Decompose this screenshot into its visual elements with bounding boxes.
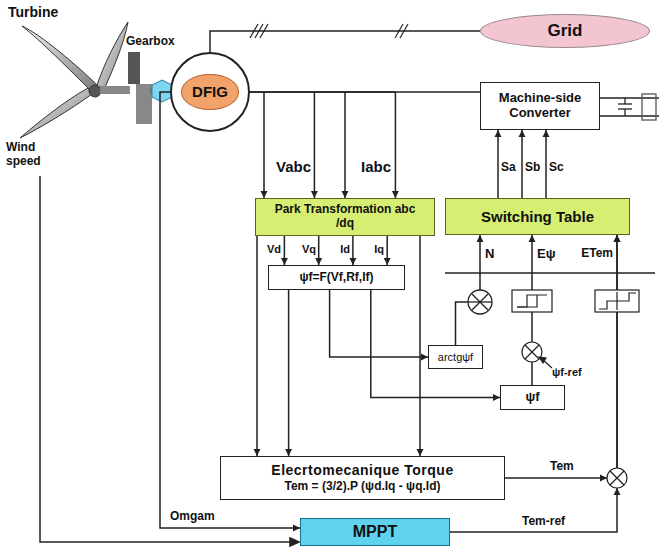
signal-name: Eψ <box>537 246 555 261</box>
signal-wire <box>210 31 480 52</box>
signal-wire <box>254 236 424 456</box>
signal-name: Vd <box>267 243 281 255</box>
gearbox <box>100 52 172 124</box>
wire-line <box>505 235 617 478</box>
angle-box: arctgψf <box>428 345 483 369</box>
arrow-head <box>614 235 621 242</box>
wind-speed-label: Wind speed <box>6 140 54 168</box>
signal-name: Vq <box>302 243 316 255</box>
signal-wire <box>281 236 391 265</box>
arrow-head <box>311 191 318 198</box>
torque-comparator <box>607 468 627 488</box>
node-title: Grid <box>548 21 583 41</box>
wire-line <box>250 92 395 198</box>
arrow-head <box>519 130 526 137</box>
signal-name: Id <box>340 243 350 255</box>
mppt-box: MPPT <box>300 518 450 546</box>
signal-name: Vabc <box>276 158 311 175</box>
flux-estimator-box: ψf=F(Vf,Rf,If) <box>268 265 405 290</box>
node-title: MPPT <box>353 523 397 541</box>
switching-input-bar <box>445 272 655 274</box>
wire-line <box>456 235 481 345</box>
arrow-head <box>614 235 621 242</box>
node-title: ψf=F(Vf,Rf,If) <box>299 271 373 285</box>
wire-line <box>288 290 290 456</box>
arrow-head <box>495 130 502 137</box>
node-title: Elecrtomecanique Torque <box>271 462 453 478</box>
flux-box: ψf <box>500 385 565 410</box>
wire-line <box>284 236 387 265</box>
arrow-head <box>392 191 399 198</box>
arrow-head <box>281 258 288 265</box>
signal-wire <box>529 235 536 385</box>
arrow-head <box>254 449 261 456</box>
converter-box: Machine-side Converter <box>480 82 600 130</box>
signal-wire <box>505 235 621 482</box>
signal-name: N <box>485 246 494 261</box>
arrow-head <box>421 354 428 361</box>
generator-circle: DFIG <box>170 52 250 132</box>
arrow-head <box>384 258 391 265</box>
node-title: DFIG <box>181 74 239 109</box>
wire-line <box>257 236 420 456</box>
signal-wire <box>456 235 484 345</box>
arrow-head <box>261 191 268 198</box>
arrow-head <box>529 235 536 242</box>
node-formula: Tem = (3/2).P (ψd.Iq - ψq.Id) <box>285 480 441 494</box>
wire-line <box>210 31 480 52</box>
turbine-rotor <box>20 22 128 138</box>
node-title: Machine-side Converter <box>485 91 595 121</box>
arrow-head <box>543 130 550 137</box>
wire-label: Tem-ref <box>520 514 567 528</box>
arrow-head <box>614 488 621 495</box>
arrow-head <box>293 525 300 532</box>
node-title: ψf <box>525 390 539 405</box>
signal-name: Iq <box>374 243 384 255</box>
signal-name: ψf-ref <box>552 366 582 378</box>
signal-wire <box>285 290 292 456</box>
signal-wire <box>250 92 399 198</box>
wire-label: Omgam <box>168 509 217 523</box>
flux-hysteresis-symbol <box>512 290 552 312</box>
signal-wire <box>330 290 428 361</box>
arrow-head <box>477 235 484 242</box>
signal-name: ETem <box>581 246 613 260</box>
arrow-head <box>285 449 292 456</box>
signal-name: Iabc <box>361 158 391 175</box>
wire-line <box>330 290 428 357</box>
wire-label: Tem <box>548 459 576 473</box>
sector-selector-symbol <box>468 290 492 314</box>
arrow-head <box>342 191 349 198</box>
node-title: arctgψf <box>438 351 473 364</box>
arrow-head <box>315 258 322 265</box>
torque-box: Elecrtomecanique TorqueTem = (3/2).P (ψd… <box>220 456 505 500</box>
signal-wire <box>371 290 500 401</box>
arrow-head <box>600 475 607 482</box>
torque-hysteresis-symbol <box>595 290 639 312</box>
flux-comparator <box>522 342 542 362</box>
wire-line <box>371 290 500 398</box>
arrow-head <box>349 258 356 265</box>
turbine-label: Turbine <box>8 4 58 20</box>
arrow-head <box>417 449 424 456</box>
grid-side-link <box>600 94 659 120</box>
grid-ellipse: Grid <box>480 14 650 48</box>
node-title: Park Transformation abc /dq <box>270 203 420 231</box>
wire-line <box>531 235 533 385</box>
wire-line <box>498 130 546 198</box>
flux-reference-arrow <box>539 357 552 368</box>
switching-table-box: Switching Table <box>445 198 630 235</box>
arrow-head <box>493 394 500 401</box>
gearbox-label: Gearbox <box>126 34 175 48</box>
node-title: Switching Table <box>481 208 594 225</box>
signal-name: Sb <box>525 160 540 174</box>
signal-name: Sa <box>501 160 516 174</box>
signal-wire <box>495 130 550 198</box>
signal-name: Sc <box>549 160 564 174</box>
transform-box: Park Transformation abc /dq <box>255 198 435 236</box>
